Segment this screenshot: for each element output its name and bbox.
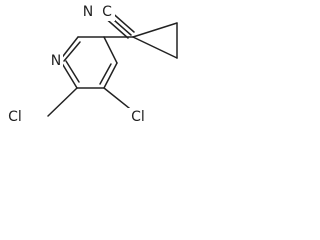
chemical-structure: N C N Cl Cl bbox=[3, 3, 178, 126]
left-cl-mask bbox=[3, 108, 27, 126]
bond-layer bbox=[47, 9, 178, 117]
nitrile-c-label: C bbox=[102, 4, 112, 20]
bond-c4-c5-inner bbox=[99, 63, 112, 85]
bond-c3-c4 bbox=[103, 36, 118, 64]
bond-c6-n-inner bbox=[65, 60, 80, 83]
bond-cp-b bbox=[132, 36, 178, 59]
nitrile-n-label: N bbox=[83, 4, 93, 20]
bond-n-c2-inner bbox=[63, 41, 81, 62]
ring-n-label: N bbox=[51, 53, 61, 69]
nitrile-n-mask bbox=[80, 3, 96, 21]
bond-c6-cl bbox=[47, 87, 78, 117]
bond-cp-a bbox=[132, 22, 178, 38]
left-cl-label: Cl bbox=[8, 109, 22, 125]
right-cl-label: Cl bbox=[131, 109, 145, 125]
bond-c4-c5 bbox=[103, 62, 118, 89]
right-cl-mask bbox=[126, 108, 150, 126]
atom-label-layer: N C N Cl Cl bbox=[3, 3, 150, 126]
ring-n-mask bbox=[49, 53, 63, 69]
nitrile-c-mask bbox=[101, 3, 115, 21]
